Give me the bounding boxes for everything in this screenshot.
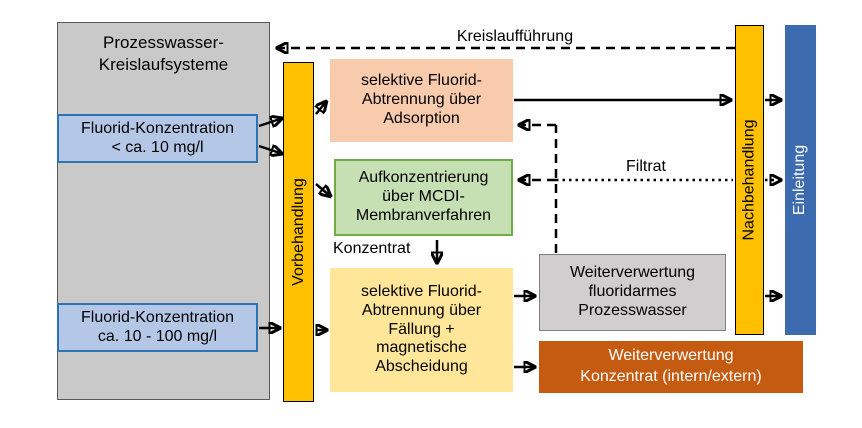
process-water-systems-title: Prozesswasser- Kreislaufsysteme	[98, 33, 229, 75]
fluoride-high-box: Fluorid-Konzentration ca. 10 - 100 mg/l	[57, 303, 258, 352]
discharge-bar: Einleitung	[785, 25, 816, 335]
adsorption-box: selektive Fluorid- Abtrennung über Adsor…	[330, 59, 513, 142]
reuse-concentrate-box: Weiterverwertung Konzentrat (intern/exte…	[539, 341, 803, 393]
pretreatment-label: Vorbehandlung	[289, 178, 307, 286]
posttreatment-bar: Nachbehandlung	[735, 25, 764, 335]
recirculation-label: Kreislaufführung	[456, 28, 574, 45]
arrow-pretreatment-to-adsorption	[316, 103, 325, 115]
arrow-pretreatment-to-mcdi	[315, 183, 329, 195]
pretreatment-bar: Vorbehandlung	[283, 62, 314, 402]
posttreatment-label: Nachbehandlung	[740, 119, 758, 241]
fluoride-low-box: Fluorid-Konzentration < ca. 10 mg/l	[57, 114, 258, 163]
mcdi-box: Aufkonzentrierung über MCDI- Membranverf…	[334, 159, 513, 236]
filtrate-label: Filtrat	[626, 158, 666, 175]
discharge-label: Einleitung	[791, 144, 809, 216]
precipitation-box: selektive Fluorid- Abtrennung über Fällu…	[330, 268, 513, 392]
concentrate-label: Konzentrat	[333, 240, 411, 257]
reuse-water-box: Weiterverwertung fluoridarmes Prozesswas…	[539, 254, 726, 331]
